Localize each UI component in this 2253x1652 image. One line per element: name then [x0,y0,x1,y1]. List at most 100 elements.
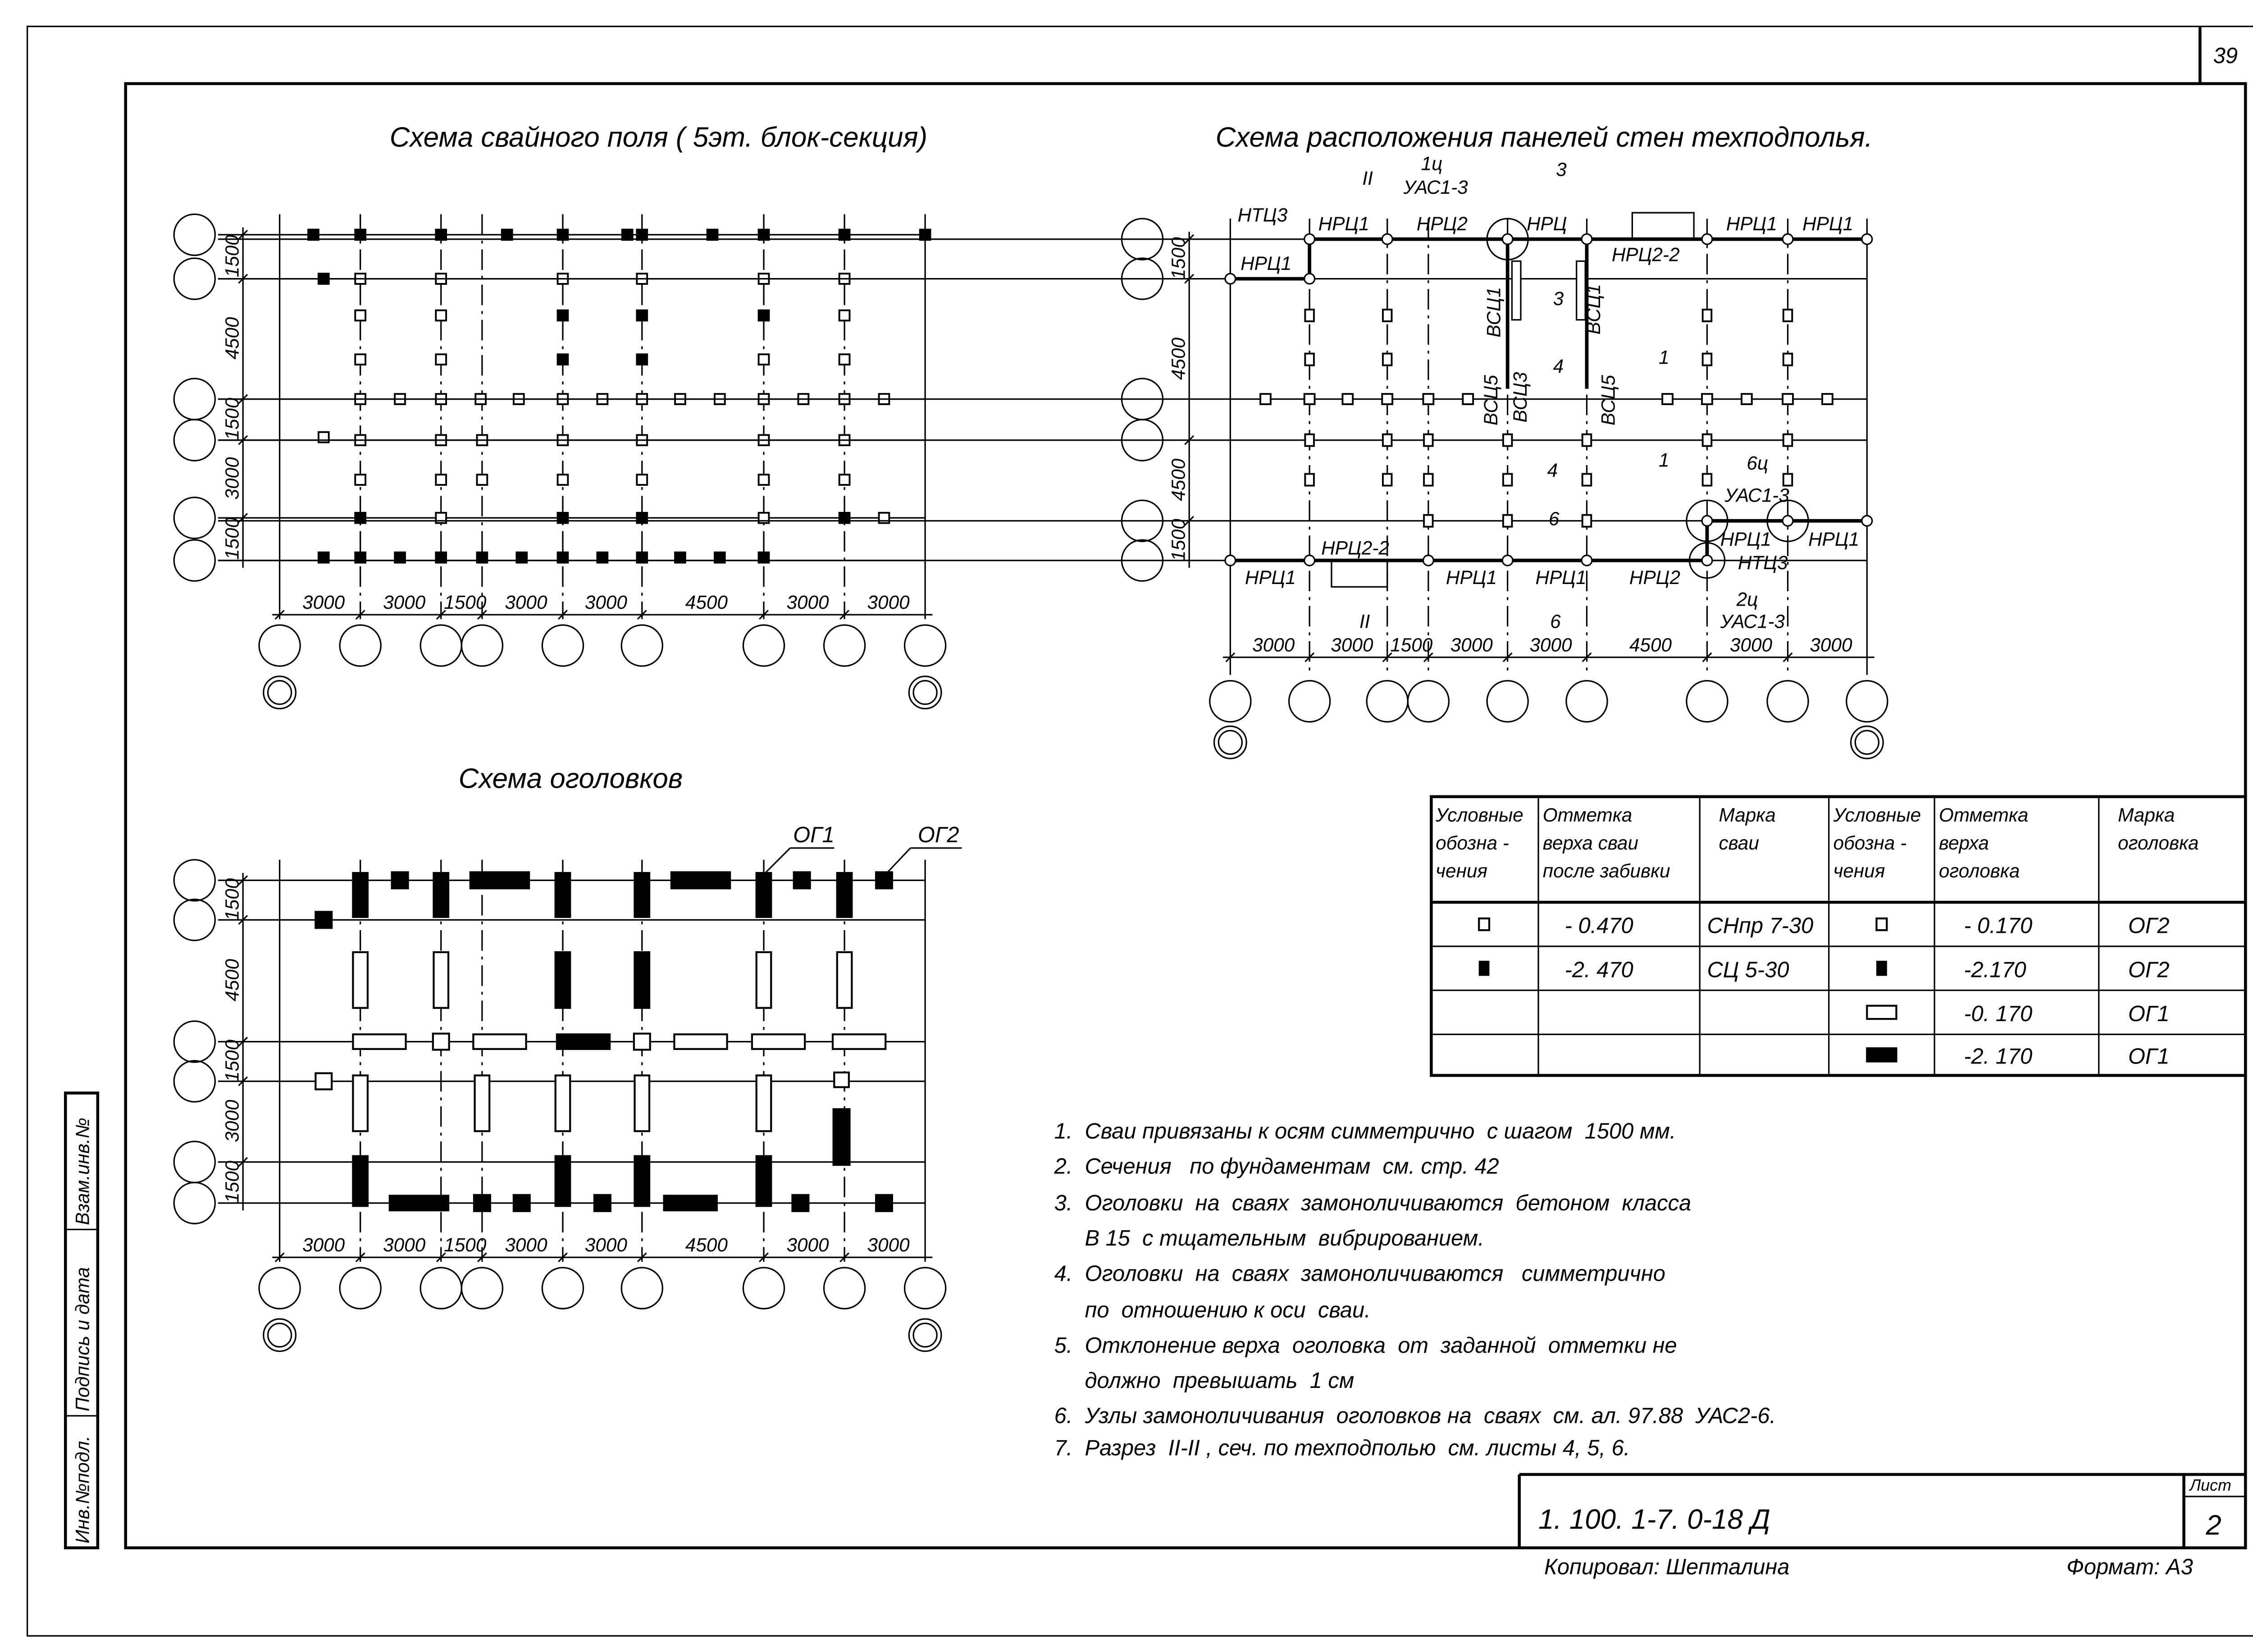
head-mark-og1: ОГ1 [793,823,835,847]
head-filled [663,1195,718,1212]
panel-joint [1224,554,1236,566]
axis-bubble [1121,257,1164,300]
panel-label: НРЦ2-2 [1321,538,1389,559]
axis-bubble [173,419,216,461]
axis-bubble-double [908,1318,942,1352]
panel-joint [1381,233,1393,245]
axis-bubble [1121,419,1164,461]
axis-bubble [903,624,947,667]
panel-hatch [1576,260,1586,321]
pile-hollow [1782,393,1794,405]
pile-hollow [1581,433,1592,447]
dimension-tick [1184,516,1195,526]
table-cell: СЦ 5-30 [1707,958,1789,982]
axis-bubble [1565,680,1608,723]
axis-bubble-double [1213,725,1247,759]
axis-bubble [173,1060,216,1103]
pile-filled [838,228,851,241]
dimension-label: 3000 [1331,634,1373,656]
note-line: 4. Оголовки на сваях замоноличиваются си… [1054,1261,1665,1286]
axis-bubble [742,1267,785,1310]
pile-hollow [1741,393,1753,405]
note-line: 5. Отклонение верха оголовка от заданной… [1054,1333,1677,1358]
pile-field-title: Схема свайного поля ( 5эт. блок-секция) [390,122,927,153]
axis-bubble [1288,680,1331,723]
head-hollow [352,1074,369,1132]
pile-hollow [1382,473,1393,487]
notes: 1. Сваи привязаны к осям симметрично с ш… [1054,1119,1776,1460]
pile-filled [706,228,719,241]
axis-bubble [258,1267,301,1310]
pile-hollow [1782,309,1793,322]
pile-hollow [435,353,447,366]
dimension-tick [637,610,647,620]
axis-bubble [173,539,216,582]
dimension-label: 3000 [505,592,547,613]
pile-hollow [1382,433,1393,447]
axis-bubble [339,624,382,667]
dimension-label: 3000 [383,592,426,613]
table-cell: ОГ2 [2128,914,2170,938]
table-cell: - 0.470 [1565,914,1633,938]
pile-hollow [1502,514,1513,528]
panel-label: НРЦ1 [1808,529,1859,550]
dimension-label: 3000 [585,592,628,613]
drawing-code: 1. 100. 1-7. 0-18 Д [1538,1504,1770,1535]
panel-label: НРЦ1 [1241,253,1291,274]
dimension-tick [238,875,248,885]
pile-hollow [1423,514,1434,528]
axis-bubble-double [263,1318,297,1352]
head-filled [634,951,651,1009]
head-hollow [554,1074,571,1132]
pile-filled [501,228,513,241]
dimension-label: 4500 [1168,338,1189,380]
dimension-tick [558,610,568,620]
table-cell: -0. 170 [1964,1002,2032,1026]
table-cell: ОГ1 [2128,1044,2170,1068]
dimension-tick [274,1252,285,1263]
table-header: чения [1436,860,1487,881]
panel-joint [1782,233,1794,245]
panel-label: НРЦ1 [1446,567,1497,588]
head-filled [556,1033,611,1050]
pile-hollow [1821,393,1833,405]
dimension-tick [238,230,248,240]
dimension-label: 4500 [685,592,728,613]
axis-bubble [1209,680,1252,723]
table-header: Отметка [1939,804,2029,826]
stamp-inv-no: Инв.№подл. [72,1436,93,1543]
pile-hollow [354,474,367,486]
axis-bubble [1766,680,1809,723]
panel-label: НРЦ1 [1536,567,1587,588]
note-line: 2. Сечения по фундаментам см. стр. 42 [1054,1155,1499,1179]
panel-label: НТЦ3 [1238,205,1288,226]
panel-joint [1782,515,1794,527]
pile-hollow [1782,352,1793,366]
dimension-label: 4500 [1168,458,1189,501]
head-hollow [432,1032,450,1051]
title-block: 1. 100. 1-7. 0-18 Д Лист 2 Копировал: Ше… [1518,1473,2246,1579]
head-filled [793,871,811,890]
pile-hollow [556,474,569,486]
dimension-tick [1702,652,1712,662]
axis-bubble [173,859,216,902]
note-line: 7. Разрез II-II , сеч. по техподполью см… [1054,1436,1630,1460]
panel-label: 6ц [1747,452,1768,474]
axis-bubble [173,899,216,941]
panel-label: УАС1-3 [1724,484,1790,506]
dimension-label: 1500 [444,1234,487,1255]
head-mark-og2: ОГ2 [918,823,959,847]
dimension-tick [1184,274,1195,284]
dimension-label: 1500 [221,397,242,440]
panel-label: НРЦ1 [1720,529,1771,550]
panel-joint [1701,554,1713,566]
head-filled [832,1108,851,1166]
panel-label: 6 [1550,611,1561,632]
dimension-tick [238,915,248,925]
leader-line [885,847,911,875]
pile-hollow [1502,433,1513,447]
table-header: Марка [2118,804,2175,826]
axis-bubble [173,1141,216,1183]
axis-bubble [461,1267,504,1310]
